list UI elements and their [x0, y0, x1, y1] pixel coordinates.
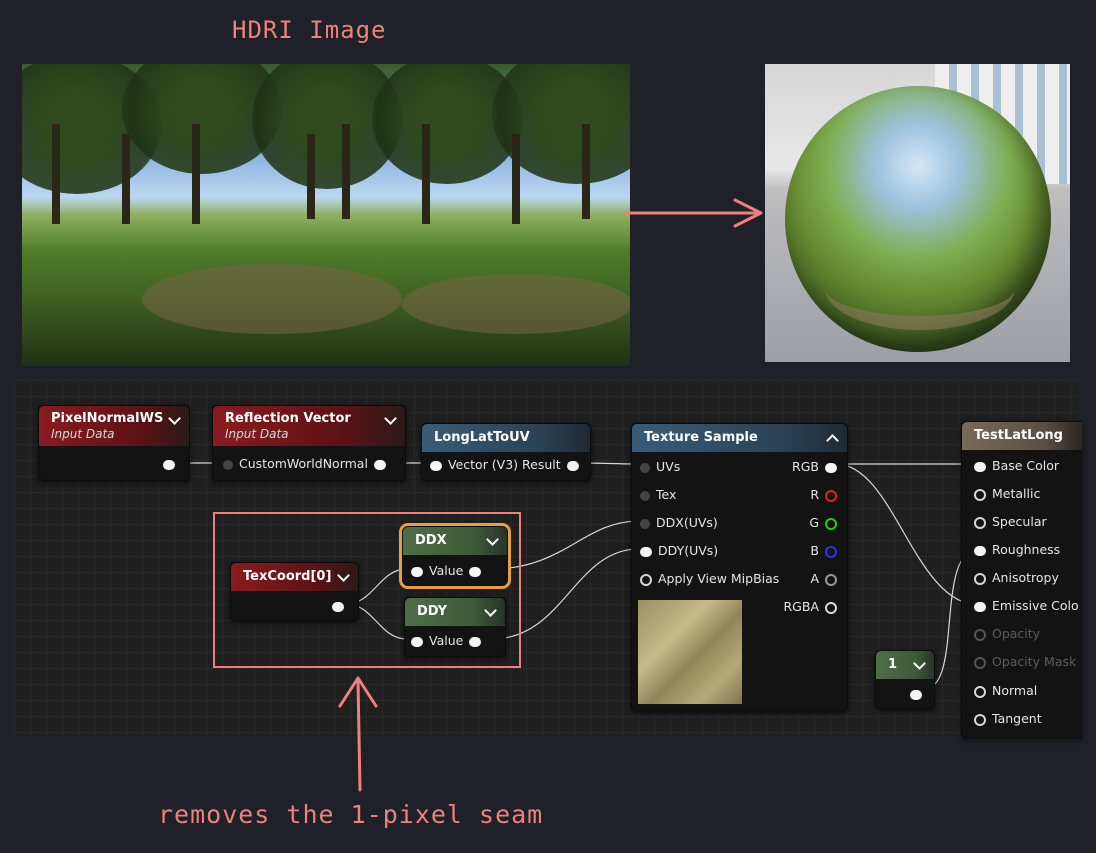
pin-label: Base Color	[992, 458, 1060, 473]
node-constant-1[interactable]: 1	[875, 650, 935, 709]
node-reflection-vector[interactable]: Reflection Vector Input Data CustomWorld…	[212, 405, 406, 481]
pin-label: Value	[429, 563, 464, 578]
node-subtitle: Input Data	[51, 427, 115, 441]
output-pin-b[interactable]	[825, 545, 837, 558]
node-pixel-normal-ws[interactable]: PixelNormalWS Input Data	[38, 405, 190, 481]
arrow-right-icon	[623, 198, 763, 228]
output-pin[interactable]	[910, 689, 922, 700]
input-pin-emissive[interactable]	[974, 601, 986, 612]
output-pin[interactable]	[469, 566, 482, 577]
input-pin[interactable]	[223, 459, 233, 470]
output-pin[interactable]	[373, 459, 386, 470]
pin-label: Opacity Mask	[992, 654, 1077, 669]
input-pin[interactable]	[411, 636, 423, 647]
hdri-panorama-image	[22, 64, 630, 366]
output-pin[interactable]	[469, 636, 482, 647]
node-subtitle: Input Data	[225, 427, 289, 441]
output-pin[interactable]	[332, 601, 344, 612]
node-title: Reflection Vector	[225, 411, 351, 426]
node-texture-sample[interactable]: Texture Sample UVs Tex DDX(UVs) DDY(UVs)…	[631, 423, 848, 711]
node-title: PixelNormalWS	[51, 411, 164, 426]
node-title: DDX	[415, 533, 447, 548]
output-pin[interactable]	[163, 459, 175, 470]
pin-label: G	[809, 515, 819, 530]
pin-label: Opacity	[992, 626, 1041, 641]
input-pin-opacity-mask[interactable]	[974, 656, 986, 669]
input-pin-base-color[interactable]	[974, 461, 986, 472]
node-ddx[interactable]: DDX Value	[399, 523, 511, 589]
pin-label: Specular	[992, 514, 1047, 529]
pin-label: Value	[429, 633, 464, 648]
pin-label: R	[810, 487, 819, 502]
pin-label: DDY(UVs)	[658, 543, 719, 558]
pin-label: UVs	[656, 459, 681, 474]
hdri-title: HDRI Image	[232, 16, 387, 44]
node-title: TestLatLong	[974, 428, 1063, 443]
sphere-preview-image	[765, 64, 1070, 362]
input-pin-opacity[interactable]	[974, 628, 986, 641]
node-ddy[interactable]: DDY Value	[404, 597, 506, 657]
arrow-up-icon	[338, 676, 378, 792]
annotation-highlight-box	[213, 512, 521, 668]
node-title: Texture Sample	[644, 430, 758, 445]
pin-label: B	[810, 543, 819, 558]
node-texcoord[interactable]: TexCoord[0]	[230, 562, 359, 621]
pin-label: Emissive Colo	[992, 598, 1079, 613]
pin-label: Anisotropy	[992, 570, 1059, 585]
output-pin-a[interactable]	[825, 573, 837, 586]
input-pin-uvs[interactable]	[640, 462, 650, 473]
input-pin-tex[interactable]	[640, 490, 650, 501]
input-pin-normal[interactable]	[974, 685, 986, 698]
pin-label: Vector (V3) Result	[448, 457, 561, 472]
output-pin-rgb[interactable]	[825, 462, 837, 473]
input-pin[interactable]	[411, 566, 423, 577]
texture-preview-thumbnail	[638, 600, 742, 704]
input-pin-tangent[interactable]	[974, 713, 986, 726]
annotation-text: removes the 1-pixel seam	[158, 800, 544, 829]
chrome-sphere	[785, 86, 1051, 352]
input-pin[interactable]	[430, 460, 442, 471]
output-pin-r[interactable]	[825, 489, 837, 502]
node-test-lat-long[interactable]: TestLatLong Base Color Metallic Specular…	[961, 421, 1082, 738]
output-pin[interactable]	[566, 460, 579, 471]
pin-label: RGBA	[783, 599, 820, 614]
input-pin-metallic[interactable]	[974, 488, 986, 501]
input-pin-mipbias[interactable]	[640, 573, 652, 586]
pin-label: Normal	[992, 683, 1038, 698]
node-longlat-to-uv[interactable]: LongLatToUV Vector (V3) Result	[421, 423, 591, 481]
pin-label: A	[810, 571, 819, 586]
node-title: 1	[888, 657, 898, 672]
node-title: DDY	[417, 604, 448, 619]
pin-label: Tangent	[992, 711, 1042, 726]
input-pin-roughness[interactable]	[974, 545, 986, 556]
pin-label: DDX(UVs)	[656, 515, 718, 530]
input-pin-anisotropy[interactable]	[974, 572, 986, 585]
input-pin-ddx[interactable]	[640, 518, 650, 529]
input-pin-ddy[interactable]	[640, 546, 652, 557]
output-pin-g[interactable]	[825, 517, 837, 530]
pin-label: RGB	[792, 459, 819, 474]
pin-label: Apply View MipBias	[658, 571, 780, 586]
pin-label: CustomWorldNormal	[239, 456, 368, 471]
pin-label: Tex	[656, 487, 677, 502]
pin-label: Roughness	[992, 542, 1061, 557]
node-title: TexCoord[0]	[243, 569, 332, 584]
input-pin-specular[interactable]	[974, 516, 986, 529]
node-title: LongLatToUV	[434, 430, 530, 445]
pin-label: Metallic	[992, 486, 1041, 501]
output-pin-rgba[interactable]	[825, 601, 837, 614]
